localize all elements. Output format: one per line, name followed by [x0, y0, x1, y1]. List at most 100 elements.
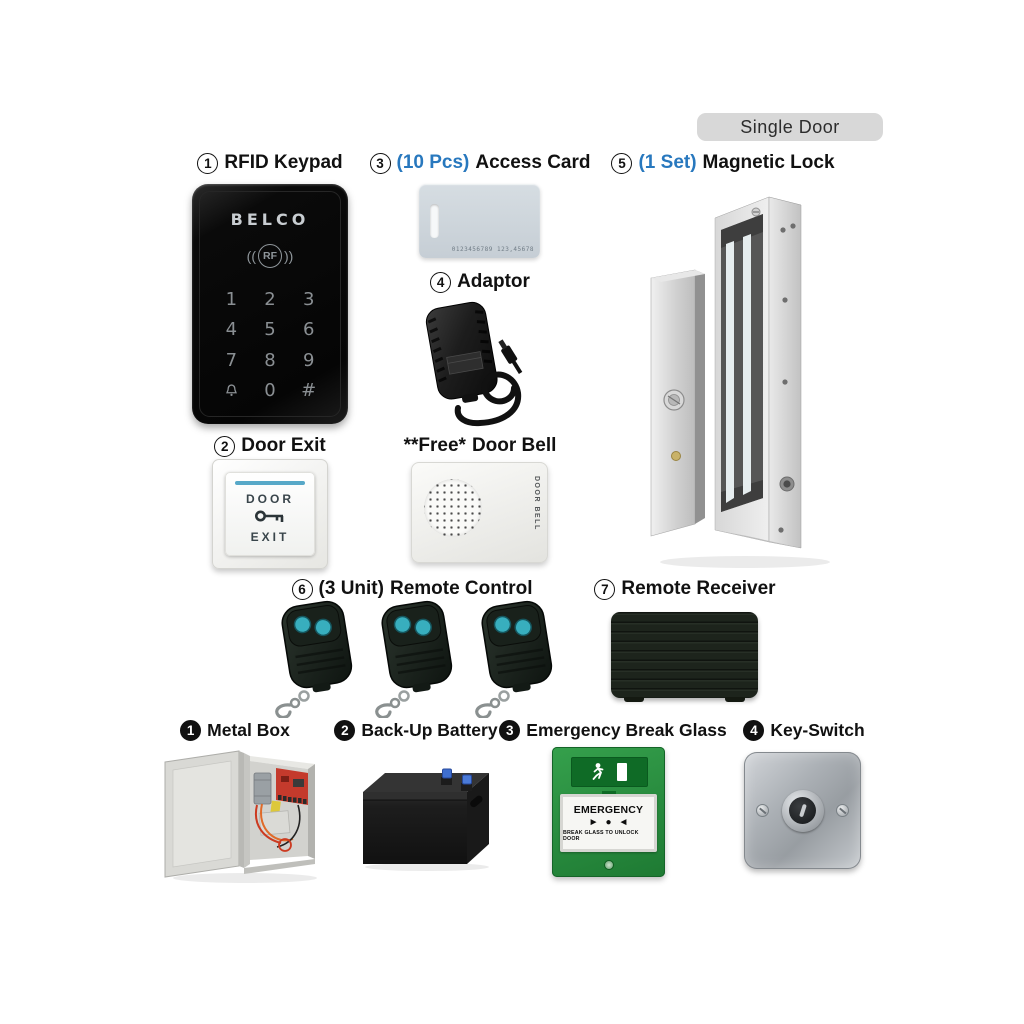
- door-exit-text-door: DOOR: [246, 491, 294, 506]
- label-door-exit: 2 Door Exit: [150, 435, 390, 457]
- key-hash: #: [301, 380, 317, 402]
- item-number-6: 6: [291, 578, 313, 600]
- metal-box-image: [157, 746, 323, 889]
- door-exit-blue-line: [234, 481, 306, 485]
- key-icon: [254, 508, 286, 529]
- access-card-name: Access Card: [475, 152, 591, 173]
- item-number-filled-1: 1: [180, 720, 202, 741]
- key-9: 9: [302, 349, 315, 371]
- label-remote-receiver: 7 Remote Receiver: [565, 578, 805, 600]
- backup-battery-name: Back-Up Battery: [361, 720, 498, 740]
- key-5: 5: [264, 319, 276, 341]
- rfid-keypad-name: RFID Keypad: [224, 152, 343, 173]
- remote-control-name: Remote Control: [389, 578, 533, 599]
- item-number-filled-4: 4: [743, 720, 765, 741]
- magnetic-lock-name: Magnetic Lock: [702, 152, 835, 173]
- key-cylinder: [781, 789, 824, 832]
- lock-body: [714, 196, 802, 549]
- magnetic-lock-qty: (1 Set): [638, 152, 697, 173]
- label-metal-box: 1 Metal Box: [115, 720, 355, 741]
- label-rfid-keypad: 1 RFID Keypad: [150, 152, 390, 174]
- door-bell-free-prefix: **Free*: [403, 435, 466, 456]
- press-dot-icon: ●: [605, 817, 612, 828]
- screw-right-icon: [836, 804, 849, 817]
- remote-receiver-name: Remote Receiver: [621, 578, 776, 599]
- keypad-keys: 1 2 3 4 5 6 7 8 9 0 #: [212, 284, 328, 406]
- label-emergency-break-glass: 3 Emergency Break Glass: [493, 720, 733, 741]
- adaptor-body: [425, 301, 498, 403]
- item-number-1: 1: [197, 152, 219, 174]
- remote-controls-image: [262, 596, 572, 723]
- key-1: 1: [225, 288, 238, 310]
- label-key-switch: 4 Key-Switch: [684, 720, 924, 741]
- emergency-title: EMERGENCY: [573, 804, 644, 816]
- door-exit-text-exit: EXIT: [250, 529, 290, 544]
- glass-frame: EMERGENCY ► ● ◄ BREAK GLASS TO UNLOCK DO…: [560, 794, 657, 852]
- backup-battery-image: [357, 760, 495, 877]
- screw-left-icon: [756, 804, 769, 817]
- key-6: 6: [302, 319, 315, 341]
- door-exit-image: DOOR EXIT: [212, 459, 328, 569]
- bell-key-icon: [212, 376, 251, 407]
- door-exit-button: DOOR EXIT: [225, 472, 315, 556]
- label-adaptor: 4 Adaptor: [360, 271, 600, 293]
- label-remote-control: 6 (3 Unit) Remote Control: [291, 578, 533, 600]
- rf-icon: RF: [258, 244, 282, 268]
- remote-control-qty: (3 Unit): [318, 578, 384, 599]
- armature-plate: [650, 269, 705, 537]
- key-7: 7: [225, 349, 238, 371]
- key-3: 3: [302, 288, 315, 310]
- door-bell-image: DOOR BELL: [411, 462, 548, 563]
- emergency-break-glass-name: Emergency Break Glass: [526, 720, 727, 740]
- magnetic-lock-image: [635, 186, 835, 579]
- key-4: 4: [225, 319, 238, 341]
- label-magnetic-lock: 5 (1 Set) Magnetic Lock: [603, 152, 843, 174]
- card-serial-number: 0123456789 123,45678: [451, 246, 534, 253]
- emergency-arrows: ► ● ◄: [589, 817, 629, 828]
- item-number-filled-3: 3: [499, 720, 521, 741]
- key-0: 0: [264, 380, 276, 402]
- door-bell-name: Door Bell: [471, 435, 557, 456]
- adaptor-plug: [498, 339, 523, 375]
- item-number-4: 4: [430, 271, 452, 293]
- key-8: 8: [264, 349, 276, 371]
- emergency-break-glass-image: EMERGENCY ► ● ◄ BREAK GLASS TO UNLOCK DO…: [552, 747, 665, 877]
- adaptor-name: Adaptor: [457, 271, 530, 292]
- door-bell-side-text: DOOR BELL: [533, 476, 540, 531]
- arrow-left-icon: ◄: [618, 817, 629, 828]
- item-number-5: 5: [611, 152, 633, 174]
- key-switch-image: [744, 752, 861, 869]
- rf-waves-right: )): [284, 248, 294, 264]
- adaptor-image: [406, 292, 548, 437]
- door-exit-name: Door Exit: [241, 435, 326, 456]
- item-number-filled-2: 2: [334, 720, 356, 741]
- keypad-brand: BELCO: [230, 210, 310, 229]
- item-number-7: 7: [594, 578, 616, 600]
- exit-sign: [571, 757, 648, 787]
- single-door-label: Single Door: [740, 116, 840, 137]
- metal-box-name: Metal Box: [207, 720, 290, 740]
- rf-waves-left: ((: [246, 248, 256, 264]
- remote-receiver-image: [611, 612, 758, 702]
- rfid-keypad-device: BELCO (( RF )) 1 2 3 4 5 6 7 8 9: [192, 184, 348, 424]
- card-punch-slot: [430, 204, 439, 238]
- key-2: 2: [264, 288, 276, 310]
- item-number-3: 3: [369, 152, 391, 174]
- key-switch-name: Key-Switch: [770, 720, 865, 740]
- access-card-qty: (10 Pcs): [396, 152, 470, 173]
- door-icon: [617, 763, 627, 781]
- glass-panel: EMERGENCY ► ● ◄ BREAK GLASS TO UNLOCK DO…: [563, 797, 654, 849]
- arrow-right-icon: ►: [588, 817, 599, 828]
- emergency-instruction: BREAK GLASS TO UNLOCK DOOR: [563, 830, 639, 842]
- access-card-image: 0123456789 123,45678: [419, 184, 540, 258]
- keypad-face: BELCO (( RF )) 1 2 3 4 5 6 7 8 9: [199, 191, 341, 417]
- rf-logo: (( RF )): [200, 244, 340, 268]
- label-door-bell: **Free* Door Bell: [360, 435, 600, 457]
- screw-icon: [603, 860, 614, 870]
- running-man-icon: [592, 763, 604, 780]
- speaker-grille-icon: [424, 479, 482, 537]
- label-backup-battery: 2 Back-Up Battery: [296, 720, 536, 741]
- item-number-2: 2: [214, 435, 236, 457]
- label-access-card: 3 (10 Pcs) Access Card: [360, 152, 600, 174]
